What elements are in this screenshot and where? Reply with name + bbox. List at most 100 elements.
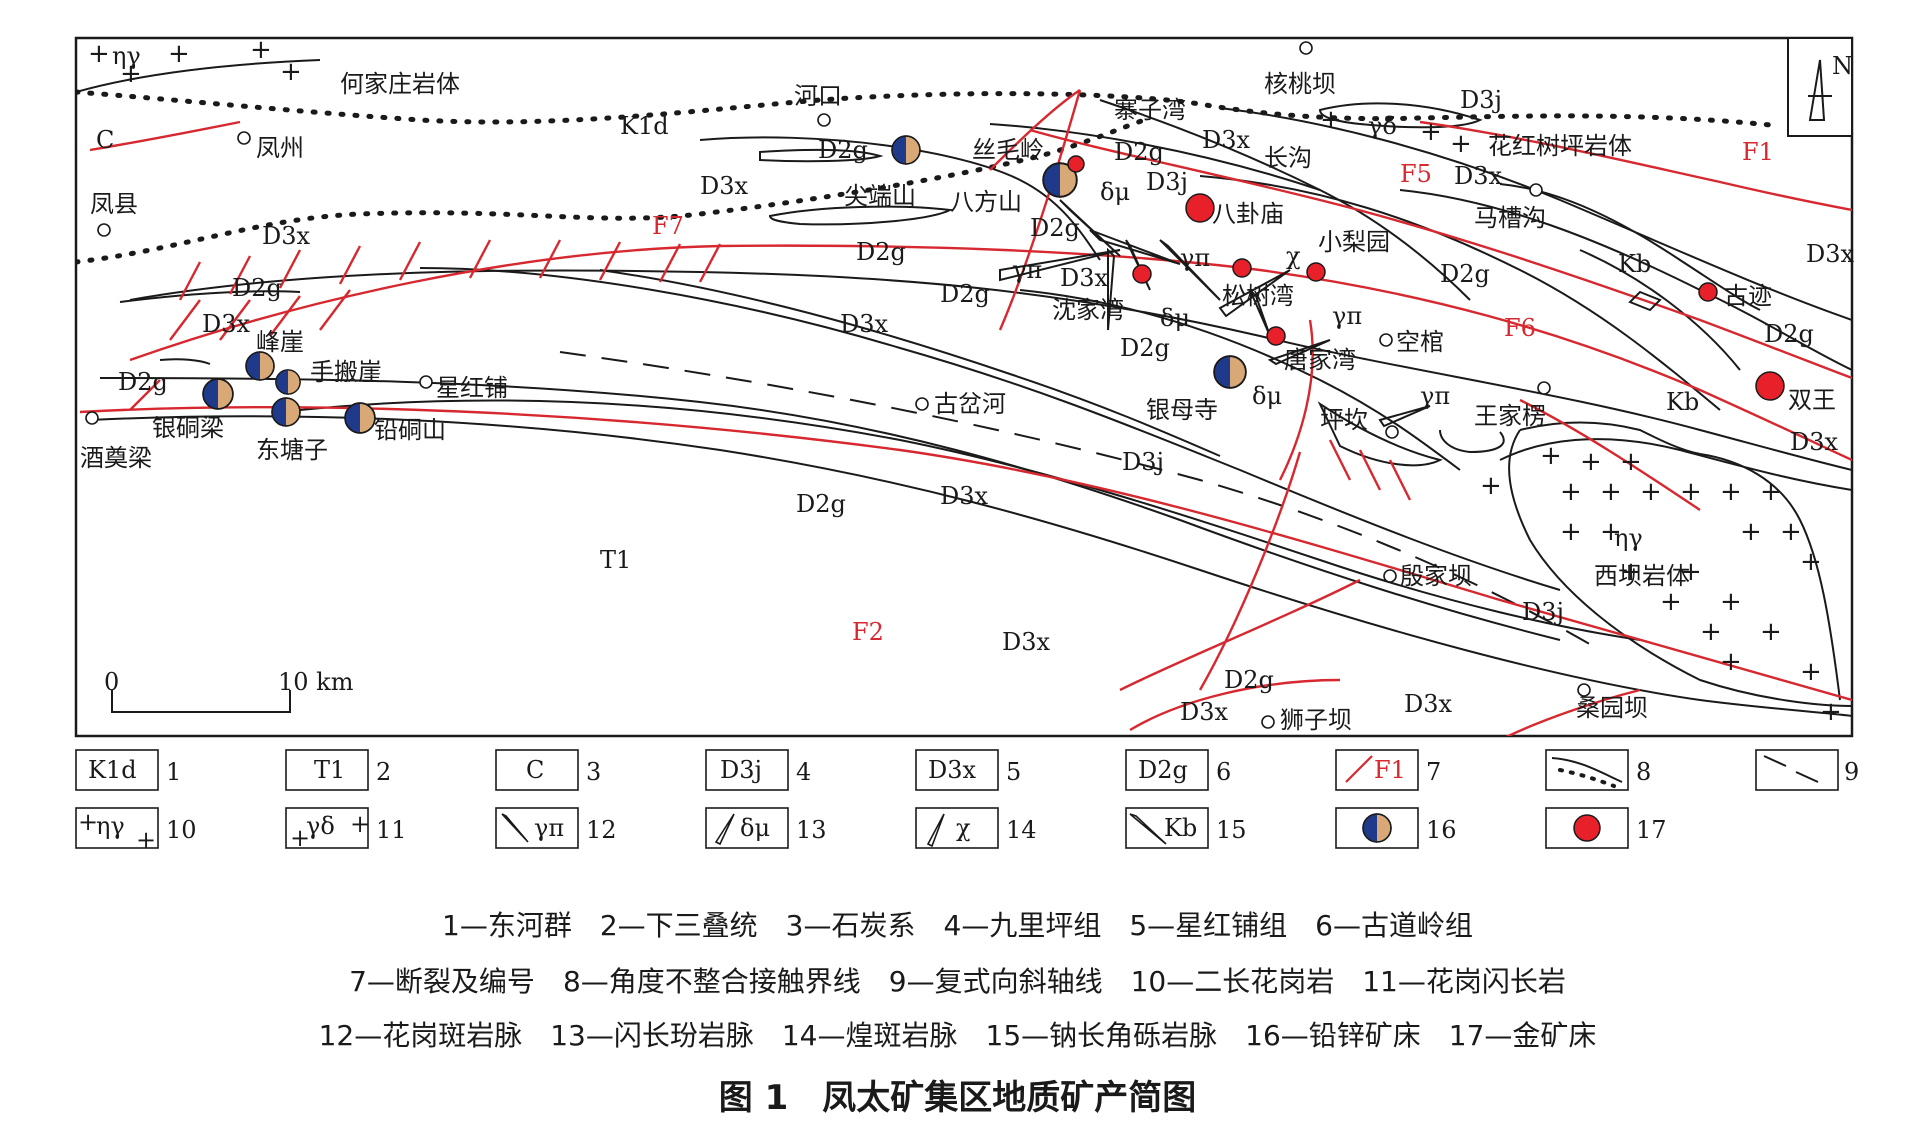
svg-text:+: + — [1760, 477, 1782, 507]
scale-ten: 10 km — [278, 668, 354, 696]
unit-t1: T1 — [600, 546, 631, 574]
unit-d3x-9: D3x — [1790, 428, 1839, 456]
svg-text:+: + — [350, 810, 370, 838]
svg-text:+: + — [1420, 117, 1442, 147]
rock-etagamma-1: ηγ — [112, 42, 141, 70]
unit-d3j-3: D3j — [1122, 448, 1164, 476]
unit-kb-2: Kb — [1666, 388, 1699, 416]
unconformity-lower — [76, 115, 1153, 265]
unit-d3x-4: D3x — [840, 310, 889, 338]
label-shenjiawan: 沈家湾 — [1052, 296, 1124, 324]
svg-text:+: + — [1600, 477, 1622, 507]
svg-text:+: + — [88, 39, 110, 69]
legend-swatch-13: δμ — [740, 814, 770, 842]
caption-item: 17—金矿床 — [1448, 1019, 1597, 1052]
legend-num-17: 17 — [1636, 816, 1667, 844]
scale-bar: 0 10 km — [104, 668, 354, 713]
unit-d2g-4: D2g — [856, 238, 906, 266]
svg-text:+: + — [1320, 105, 1342, 135]
gold-shuangwang — [1755, 371, 1785, 401]
label-hetaoba: 核桃坝 — [1264, 70, 1336, 98]
label-gongguan: 空棺 — [1396, 328, 1444, 356]
label-baguamiao: 八卦庙 — [1212, 200, 1284, 228]
pbzn-dongtangzi — [271, 397, 301, 427]
legend-num-13: 13 — [796, 816, 827, 844]
svg-text:+: + — [290, 824, 310, 852]
unit-d3x-13: D3x — [1404, 690, 1453, 718]
svg-text:+: + — [1620, 447, 1642, 477]
legend-num-6: 6 — [1216, 758, 1231, 786]
unit-d2g-8: D2g — [1120, 334, 1170, 362]
svg-text:+: + — [168, 39, 190, 69]
label-zhaiziwan: 寨子湾 — [1114, 96, 1186, 124]
label-xibayanti: 西坝岩体 — [1594, 562, 1690, 590]
svg-text:+: + — [1560, 477, 1582, 507]
svg-text:+: + — [1600, 517, 1622, 547]
svg-text:+: + — [1820, 697, 1842, 727]
legend: K1d 1 T1 2 C 3 D3j 4 D3x 5 D2g 6 F1 7 8 … — [75, 749, 1859, 854]
label-pingkan: 坪坎 — [1320, 406, 1368, 434]
svg-text:+: + — [1720, 587, 1742, 617]
caption-item: 14—煌斑岩脉 — [781, 1019, 958, 1052]
svg-text:+: + — [120, 59, 142, 89]
svg-text:+: + — [1480, 471, 1502, 501]
unit-d2g-11: D2g — [796, 490, 846, 518]
caption-item: 16—铅锌矿床 — [1245, 1019, 1421, 1052]
caption-item: 11—花岗闪长岩 — [1362, 965, 1566, 998]
dikes — [999, 199, 1662, 428]
unit-d2g-7: D2g — [1114, 138, 1164, 166]
legend-num-11: 11 — [376, 816, 407, 844]
caption-item: 7—断裂及编号 — [349, 965, 535, 998]
dike-chi: χ — [1286, 242, 1301, 270]
geologic-map: +++++ +++ +++ ++++++ +++++ ++++ ++++ ++ … — [74, 35, 1859, 854]
gold-simaoling — [1067, 155, 1085, 173]
gold-tangjiawan — [1266, 326, 1286, 346]
unit-kb-1: Kb — [1618, 250, 1651, 278]
caption-item: 12—花岗斑岩脉 — [318, 1019, 523, 1052]
legend-swatch-3: C — [526, 756, 544, 784]
svg-text:+: + — [1780, 517, 1802, 547]
legend-num-12: 12 — [586, 816, 617, 844]
unconformity-top — [76, 89, 1783, 129]
caption-item: 9—复式向斜轴线 — [888, 965, 1103, 998]
unit-c: C — [96, 126, 114, 154]
caption-item: 8—角度不整合接触界线 — [562, 965, 861, 998]
town-markers — [85, 41, 1591, 729]
caption-line-3: 12—花岗斑岩脉 13—闪长玢岩脉 14—煌斑岩脉 15—钠长角砾岩脉 16—铅锌矿床 1… — [0, 1014, 1915, 1054]
map-frame — [74, 36, 1854, 738]
legend-swatch-14: χ — [956, 814, 971, 842]
caption-item: 13—闪长玢岩脉 — [550, 1019, 754, 1052]
svg-text:+: + — [1560, 517, 1582, 547]
label-changgou: 长沟 — [1264, 144, 1312, 172]
legend-num-3: 3 — [586, 758, 601, 786]
svg-text:+: + — [250, 35, 272, 65]
label-yinmusi: 银母寺 — [1146, 396, 1218, 424]
unit-d2g-12: D2g — [1224, 666, 1274, 694]
svg-text:+: + — [1640, 477, 1662, 507]
svg-text:+: + — [1680, 557, 1702, 587]
label-macaogou: 马槽沟 — [1474, 204, 1546, 232]
unit-d3x-1: D3x — [262, 222, 311, 250]
label-shuangwang: 双王 — [1788, 386, 1836, 414]
fault-label-f5: F5 — [1400, 160, 1432, 188]
fault-labels: F1 F2 F5 F6 F7 — [652, 138, 1774, 646]
north-label: N — [1832, 52, 1853, 80]
unit-d3j-2: D3j — [1460, 86, 1502, 114]
label-wangjialao: 王家楞 — [1474, 402, 1546, 430]
label-guji: 古迹 — [1724, 282, 1772, 310]
legend-swatch-11: γδ — [306, 812, 335, 840]
unit-d3x-5: D3x — [1060, 264, 1109, 292]
fault-f5 — [1029, 128, 1852, 380]
unit-d3j-1: D3j — [1146, 168, 1188, 196]
fault-f1 — [1419, 120, 1852, 212]
unit-d2g-10: D2g — [1764, 320, 1814, 348]
fault-label-f6: F6 — [1504, 314, 1536, 342]
legend-num-16: 16 — [1426, 816, 1457, 844]
fault-label-f2: F2 — [852, 618, 884, 646]
gold-guji — [1698, 282, 1718, 302]
label-fengya: 峰崖 — [256, 328, 304, 356]
label-jiumoliang: 酒奠梁 — [80, 444, 152, 472]
figure-title: 图 1 凤太矿集区地质矿产简图 — [718, 1078, 1197, 1118]
caption-item: 15—钠长角砾岩脉 — [985, 1019, 1218, 1052]
